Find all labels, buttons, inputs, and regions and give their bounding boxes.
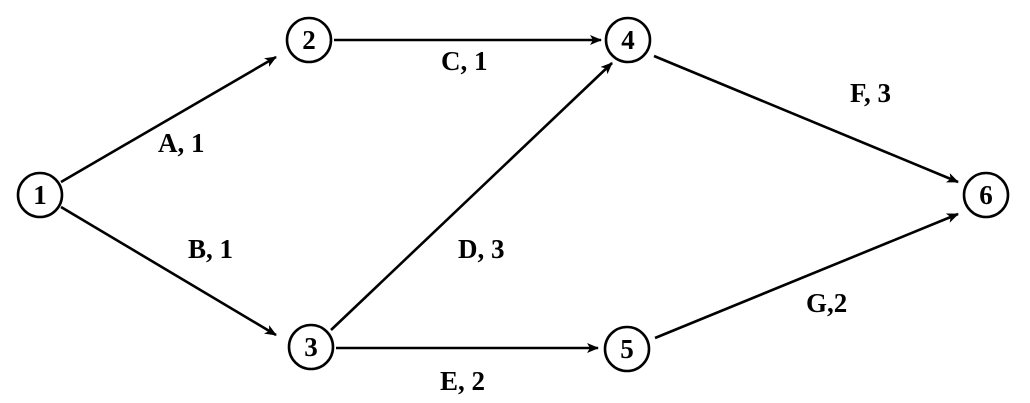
node-3: 3 [287, 323, 335, 371]
edge-3-4 [330, 62, 613, 331]
node-4: 4 [604, 16, 652, 64]
edge-1-2 [60, 55, 277, 184]
edge-label-4-6: F, 3 [850, 78, 891, 108]
node-label-1: 1 [33, 180, 47, 210]
edge-label-3-5: E, 2 [440, 366, 485, 396]
node-label-2: 2 [302, 25, 316, 55]
edge-4-6 [653, 54, 959, 184]
edge-label-1-2: A, 1 [158, 128, 205, 158]
edge-label-2-4: C, 1 [441, 46, 488, 76]
node-label-6: 6 [979, 180, 993, 210]
node-label-5: 5 [620, 334, 634, 364]
edge-label-5-6: G,2 [806, 288, 847, 318]
edge-label-3-4: D, 3 [458, 234, 505, 264]
node-label-3: 3 [304, 332, 318, 362]
edge-5-6 [654, 212, 959, 340]
node-5: 5 [603, 325, 651, 373]
node-2: 2 [285, 16, 333, 64]
node-6: 6 [962, 171, 1010, 219]
edge-1-3 [60, 205, 277, 337]
node-1: 1 [16, 171, 64, 219]
node-label-4: 4 [621, 25, 635, 55]
edge-label-1-3: B, 1 [188, 234, 233, 264]
